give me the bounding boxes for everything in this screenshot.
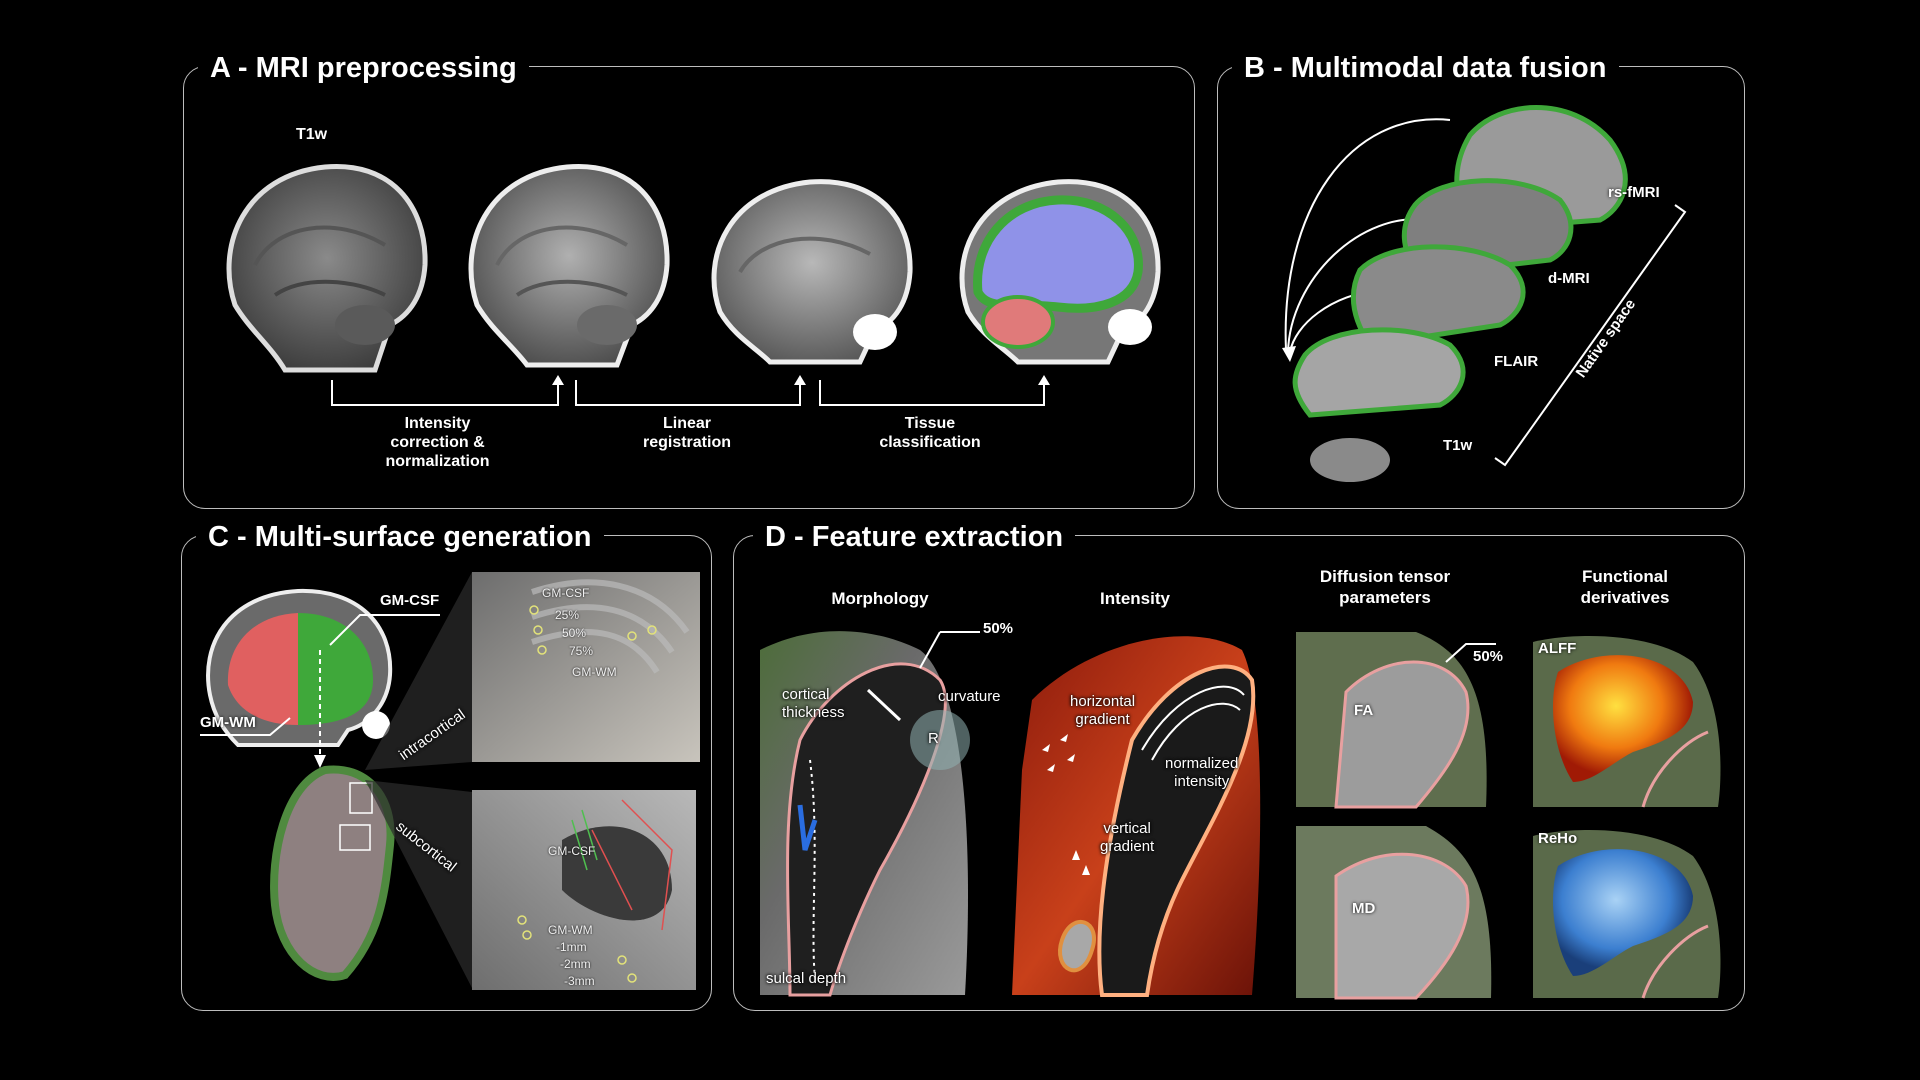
modality-flair: FLAIR [1494, 353, 1539, 370]
preprocessing-step-arrows [331, 375, 1050, 406]
sub-1mm: -1mm [556, 940, 587, 954]
radius-label: R [928, 730, 939, 747]
panel-c-title: C - Multi-surface generation [196, 520, 604, 554]
curvature-label: curvature [938, 688, 1001, 705]
fa-label: FA [1354, 702, 1374, 719]
sub-3mm: -3mm [564, 974, 595, 988]
vertical-gradient-label: vertical gradient [1100, 820, 1155, 855]
intensity-tile [1012, 636, 1261, 997]
header-morphology: Morphology [831, 589, 929, 608]
intra-gm-csf: GM-CSF [542, 586, 590, 600]
sub-gm-csf: GM-CSF [548, 844, 596, 858]
panel-b-title: B - Multimodal data fusion [1232, 51, 1619, 85]
normalized-intensity-label: normalized intensity [1165, 755, 1239, 790]
panel-d-title: D - Feature extraction [753, 520, 1076, 554]
fa-tile [1296, 632, 1496, 809]
modality-rsfmri: rs-fMRI [1608, 184, 1660, 201]
modality-dmri: d-MRI [1548, 270, 1590, 287]
intra-25: 25% [555, 608, 580, 622]
md-label: MD [1352, 900, 1376, 917]
intracortical-zoom [472, 572, 700, 762]
header-diffusion: Diffusion tensor parameters [1319, 567, 1451, 607]
brain-scan-normalized [468, 163, 670, 368]
gm-wm-label: GM-WM [200, 714, 256, 731]
subcortical-zoom [472, 790, 696, 990]
modality-t1w: T1w [1443, 437, 1473, 454]
step-intensity-correction: Intensity correction & normalization [385, 415, 490, 470]
subcortical-zoom-wedge [365, 780, 472, 988]
gm-csf-label: GM-CSF [380, 592, 440, 609]
header-functional: Functional derivatives [1580, 567, 1670, 607]
morphology-tile [760, 631, 980, 997]
intra-gm-wm: GM-WM [572, 665, 617, 679]
sub-gm-wm: GM-WM [548, 923, 593, 937]
sub-2mm: -2mm [560, 957, 591, 971]
dti-pct: 50% [1473, 648, 1504, 665]
brain-scan-registered [711, 179, 913, 365]
cortical-thickness-label: cortical thickness [782, 686, 845, 721]
c-pointer-lines [200, 614, 440, 768]
intra-50: 50% [562, 626, 587, 640]
panel-d [733, 535, 1745, 1011]
brain-scan-raw [226, 163, 428, 373]
step-linear-registration: Linear registration [642, 415, 731, 451]
header-intensity: Intensity [1100, 589, 1170, 608]
reho-label: ReHo [1538, 830, 1578, 847]
reho-tile [1533, 830, 1721, 999]
panel-a-title: A - MRI preprocessing [198, 51, 529, 85]
intracortical-zoom-wedge [365, 572, 472, 770]
md-tile [1296, 826, 1492, 1000]
intra-75: 75% [569, 644, 594, 658]
t1w-input-label: T1w [296, 126, 328, 143]
modality-stack [1282, 105, 1687, 482]
alff-label: ALFF [1538, 640, 1577, 657]
morph-pct: 50% [983, 620, 1014, 637]
panel-a [183, 66, 1195, 509]
horizontal-gradient-label: horizontal gradient [1070, 693, 1136, 728]
alff-tile [1533, 636, 1721, 808]
brain-scan-classified [959, 179, 1161, 365]
step-tissue-classification: Tissue classification [879, 415, 981, 451]
sulcal-depth-label: sulcal depth [766, 970, 847, 987]
